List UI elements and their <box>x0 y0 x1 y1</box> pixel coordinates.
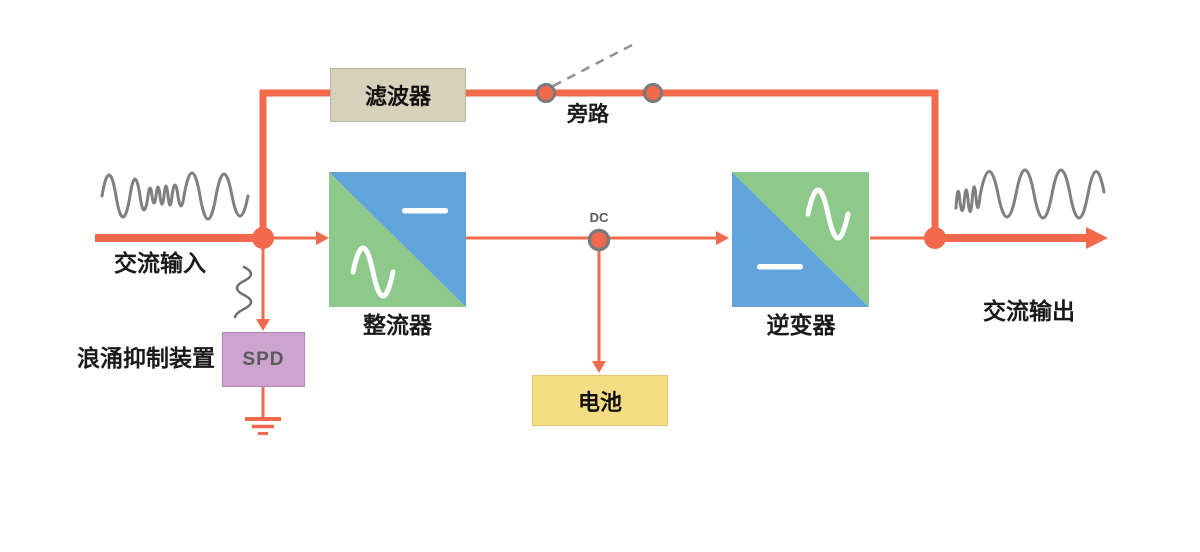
output-junction-dot <box>924 227 946 249</box>
output-wave-icon <box>954 168 1106 220</box>
dc-node <box>587 228 611 252</box>
filter-box: 滤波器 <box>330 68 466 122</box>
spd-box: SPD <box>222 332 305 387</box>
ground-icon <box>245 387 281 435</box>
arrow-to-battery <box>592 242 606 373</box>
dc-bus-label: DC <box>589 210 609 225</box>
surge-squiggle-icon <box>233 265 253 319</box>
input-wave-icon <box>100 171 250 221</box>
ac-output-label: 交流输出 <box>983 298 1075 324</box>
filter-label: 滤波器 <box>364 84 431 109</box>
arrow-to-spd <box>256 242 270 331</box>
bypass-label: 旁路 <box>567 103 609 126</box>
bypass-path-line <box>259 89 939 246</box>
inverter-label: 逆变器 <box>766 312 836 338</box>
battery-label: 电池 <box>577 389 622 415</box>
input-junction-dot <box>252 227 274 249</box>
bypass-terminal-left <box>536 83 556 103</box>
ac-output-arrow-line <box>935 227 1108 249</box>
spd-box-label: SPD <box>242 348 285 370</box>
inverter-box <box>732 172 869 307</box>
rectifier-box <box>329 172 466 307</box>
ac-input-label: 交流输入 <box>114 250 206 276</box>
rectifier-glyph-icon <box>329 172 466 307</box>
bypass-switch-dashed-icon <box>552 41 637 88</box>
rectifier-label: 整流器 <box>363 312 432 338</box>
bypass-terminal-right <box>643 83 663 103</box>
inverter-glyph-icon <box>732 172 869 307</box>
surge-protector-label: 浪涌抑制装置 <box>77 345 215 371</box>
battery-box: 电池 <box>532 375 668 426</box>
